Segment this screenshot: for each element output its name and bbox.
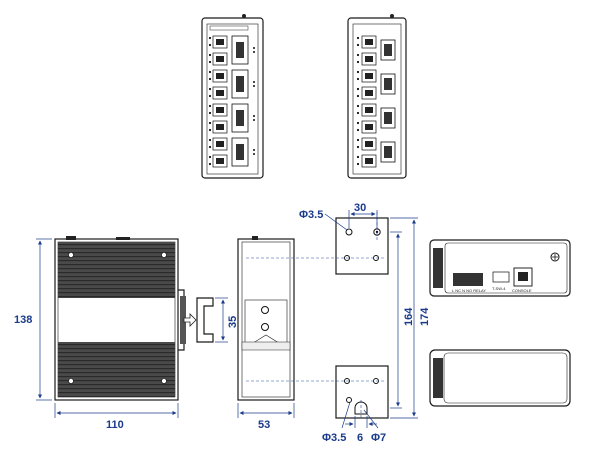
rj45-port-socket — [365, 90, 373, 96]
dim-6: 6 — [357, 432, 363, 444]
port-led — [356, 128, 360, 132]
dip-switch-label: T-SW-4 — [492, 286, 506, 291]
port-led — [356, 111, 360, 115]
rj45-port-socket — [216, 141, 224, 147]
rj45-port-socket — [365, 39, 373, 45]
combo-cage — [384, 78, 392, 90]
combo-cage — [384, 44, 392, 56]
dim-phi-3-5-top: Φ3.5 — [299, 209, 323, 221]
port-led — [356, 162, 360, 166]
dim-53: 53 — [258, 419, 270, 431]
port-led — [356, 36, 360, 40]
port-led — [356, 87, 360, 91]
sfp-cage — [236, 76, 244, 92]
port-led — [208, 138, 212, 142]
center-lines — [246, 212, 384, 420]
port-led — [356, 53, 360, 57]
rj45-port-socket — [365, 107, 373, 113]
sfp-led — [253, 153, 255, 155]
rj45-port-socket — [365, 158, 373, 164]
rj45-port-socket — [216, 90, 224, 96]
sfp-led — [253, 149, 255, 151]
port-led — [208, 77, 212, 81]
combo-cage — [384, 146, 392, 158]
rj45-port-socket — [216, 124, 224, 130]
dimension-lines — [36, 210, 418, 429]
port-led — [208, 121, 212, 125]
port-led — [356, 121, 360, 125]
port-led — [208, 145, 212, 149]
port-led — [356, 145, 360, 149]
sfp-led — [253, 119, 255, 121]
dim-110: 110 — [106, 419, 124, 431]
port-led — [356, 138, 360, 142]
rj45-port-socket — [365, 141, 373, 147]
front-view-combo — [347, 14, 407, 179]
rear-view — [237, 236, 295, 401]
sfp-led — [253, 85, 255, 87]
port-led — [208, 104, 212, 108]
port-led — [208, 70, 212, 74]
dim-138: 138 — [14, 314, 32, 326]
port-led — [356, 77, 360, 81]
port-led — [356, 104, 360, 108]
terminal-label: L NC N NO RELAY — [452, 288, 486, 293]
port-led — [208, 155, 212, 159]
port-led — [356, 60, 360, 64]
dim-phi-7: Φ7 — [371, 432, 386, 444]
port-led — [208, 53, 212, 57]
sfp-led — [253, 51, 255, 53]
wall-bracket-top — [335, 217, 389, 275]
port-led — [208, 128, 212, 132]
rj45-port-socket — [216, 73, 224, 79]
sfp-cage — [236, 144, 244, 160]
port-led — [208, 60, 212, 64]
port-led — [356, 155, 360, 159]
rj45-port-socket — [365, 124, 373, 130]
rj45-port-socket — [365, 73, 373, 79]
port-led — [208, 162, 212, 166]
sfp-cage — [236, 42, 244, 58]
sfp-led — [253, 115, 255, 117]
front-view-sfp — [201, 14, 264, 179]
port-led — [208, 36, 212, 40]
port-led — [208, 43, 212, 47]
sfp-led — [253, 81, 255, 83]
dim-30: 30 — [354, 202, 366, 214]
connector-panel-view: L NC N NO RELAY T-SW-4 CONSOLE — [429, 239, 571, 297]
rj45-port-socket — [365, 56, 373, 62]
rj45-port-socket — [216, 107, 224, 113]
wall-bracket-bottom — [335, 365, 389, 419]
dim-164: 164 — [403, 307, 415, 326]
port-led — [208, 94, 212, 98]
port-led — [208, 87, 212, 91]
combo-cage — [384, 112, 392, 124]
port-led — [208, 111, 212, 115]
sfp-cage — [236, 110, 244, 126]
dimension-labels: 138 110 35 53 Φ3.5 30 164 174 Φ3.5 6 Φ7 — [14, 202, 431, 444]
port-led — [356, 43, 360, 47]
rj45-port-socket — [216, 39, 224, 45]
rj45-port-socket — [216, 158, 224, 164]
dim-phi-3-5-bottom: Φ3.5 — [322, 432, 346, 444]
side-view — [54, 236, 186, 401]
port-led — [356, 94, 360, 98]
dim-174: 174 — [419, 307, 431, 326]
sfp-led — [253, 47, 255, 49]
port-led — [356, 70, 360, 74]
din-rail-profile — [183, 297, 214, 343]
console-label: CONSOLE — [512, 288, 532, 293]
dim-35: 35 — [227, 316, 239, 328]
top-housing-view — [429, 349, 571, 407]
rj45-port-socket — [216, 56, 224, 62]
